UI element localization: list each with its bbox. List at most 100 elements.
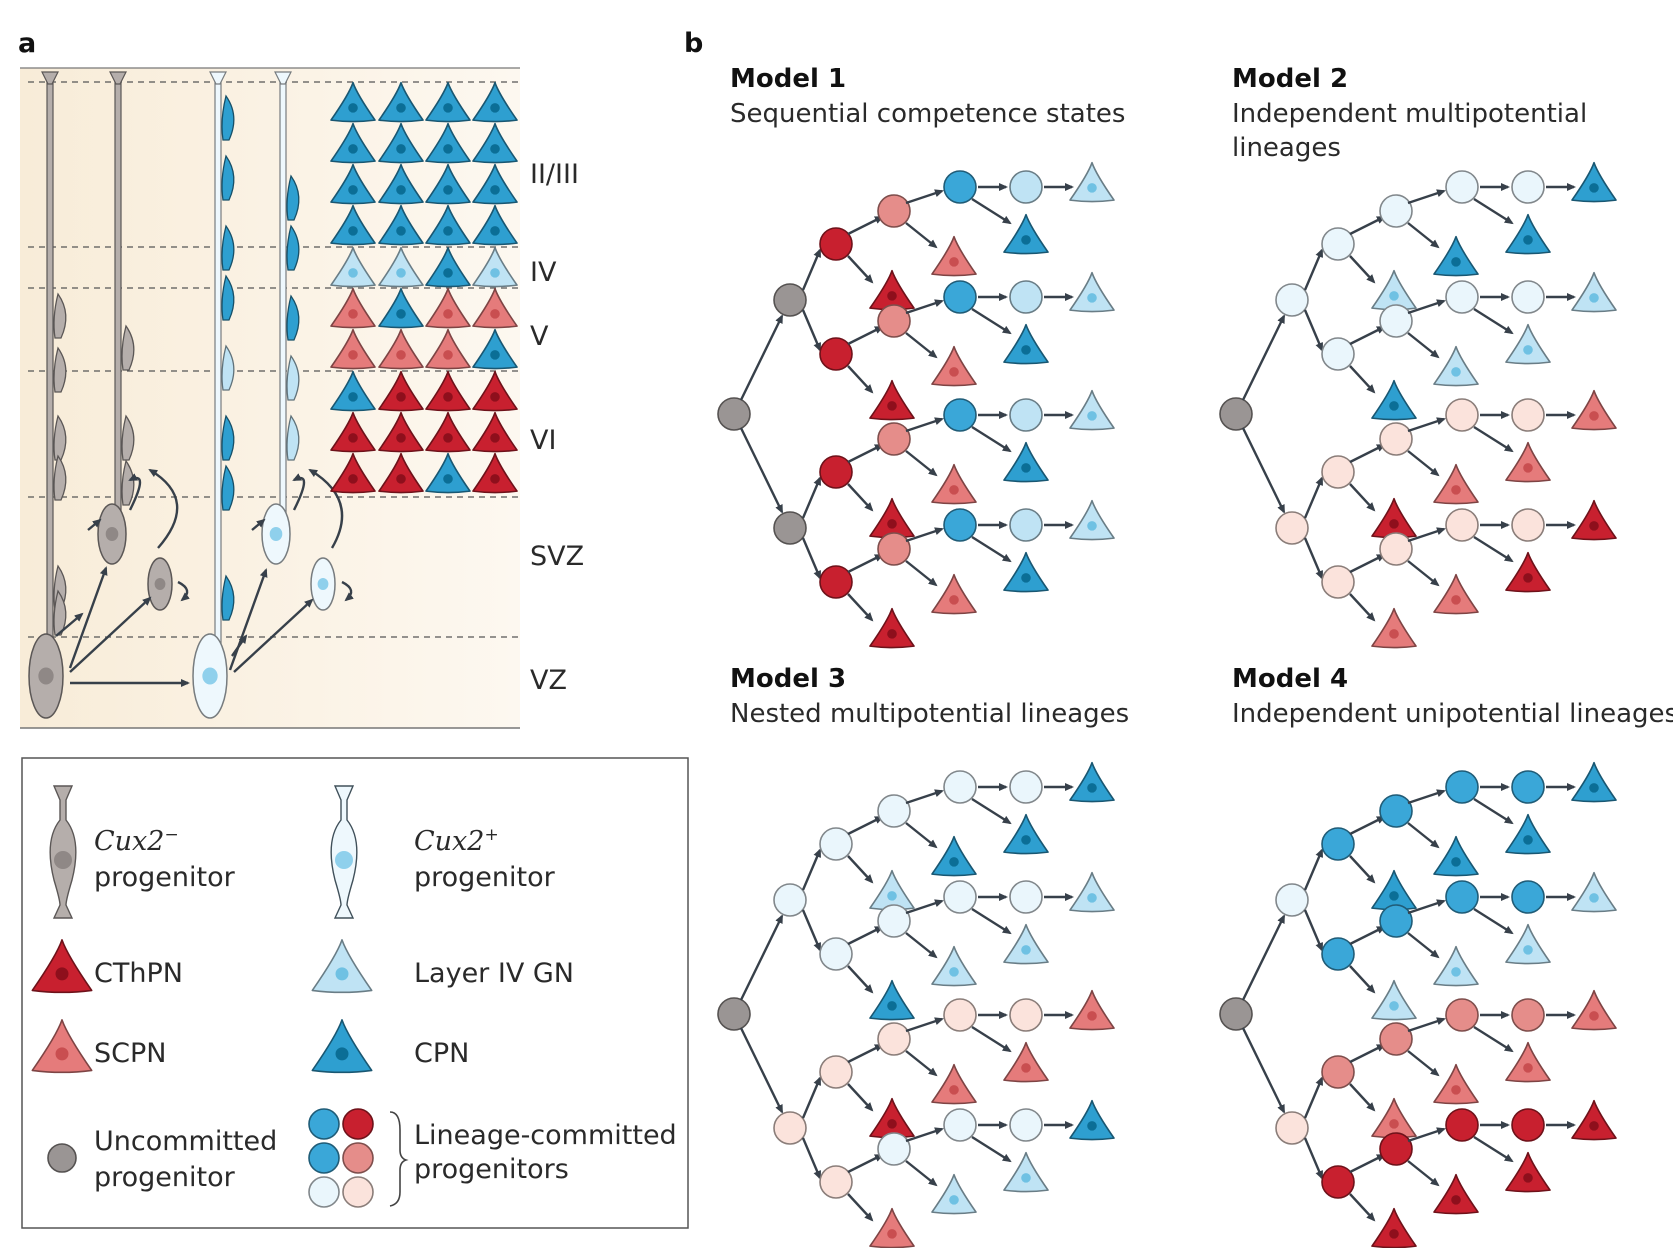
level5-progenitor	[1511, 398, 1545, 432]
layer-label: II/III	[530, 159, 579, 190]
level3-progenitor	[877, 1132, 911, 1166]
scpn-icon	[31, 1019, 93, 1074]
level3-progenitor	[877, 1022, 911, 1056]
lineage-arrow	[739, 914, 784, 1001]
committed-icon	[308, 1108, 340, 1140]
legend-cux2-neg-sub: progenitor	[94, 862, 236, 893]
layer4-gn-icon	[311, 939, 373, 994]
level2-neuron	[1371, 379, 1417, 421]
level5-progenitor	[1009, 398, 1043, 432]
level3-progenitor	[1379, 194, 1413, 228]
layer-neuron	[330, 452, 376, 494]
terminal-neuron	[1571, 989, 1617, 1031]
layer-neuron	[378, 163, 424, 205]
layer-neuron	[378, 328, 424, 370]
level3-neuron	[931, 945, 977, 987]
level4-neuron	[1505, 323, 1551, 365]
level3-neuron	[931, 1063, 977, 1105]
level2-progenitor	[1321, 337, 1355, 371]
layer-neuron	[472, 246, 518, 288]
layer-neuron	[330, 163, 376, 205]
level2-progenitor	[1321, 937, 1355, 971]
level4-progenitor	[943, 880, 977, 914]
level2-neuron	[1371, 607, 1417, 649]
lineage-arrow	[847, 815, 884, 836]
lineage-arrow	[1303, 476, 1324, 519]
lineage-arrow	[1349, 1043, 1386, 1064]
lineage-arrow	[1349, 365, 1376, 394]
level3-neuron	[1433, 1063, 1479, 1105]
lineage-arrow	[1349, 255, 1376, 284]
level3-neuron	[1433, 835, 1479, 877]
level3-neuron	[931, 235, 977, 277]
layer-neuron	[330, 411, 376, 453]
progenitor-cell	[28, 633, 64, 719]
radial-glia	[28, 71, 354, 719]
layer-neuron	[378, 246, 424, 288]
level3-progenitor	[1379, 304, 1413, 338]
level1-progenitor	[1275, 283, 1309, 317]
lineage-arrow	[1473, 797, 1514, 825]
layer-neuron	[472, 370, 518, 412]
level4-neuron	[1505, 213, 1551, 255]
lineage-arrow	[1407, 789, 1446, 805]
lineage-arrow	[905, 527, 944, 543]
layer-neuron	[425, 122, 471, 164]
layer-neuron	[378, 287, 424, 329]
level2-progenitor	[1321, 565, 1355, 599]
layer-neuron	[330, 370, 376, 412]
level2-neuron	[1371, 869, 1417, 911]
level3-neuron	[1433, 463, 1479, 505]
layer-neuron	[472, 204, 518, 246]
terminal-neuron	[1069, 989, 1115, 1031]
layer-boundaries	[28, 81, 520, 638]
level4-neuron	[1003, 323, 1049, 365]
lineage-arrow	[1303, 909, 1324, 952]
level2-progenitor	[819, 565, 853, 599]
level4-neuron	[1505, 813, 1551, 855]
level2-progenitor	[1321, 455, 1355, 489]
layer-neuron	[425, 328, 471, 370]
level2-progenitor	[819, 1055, 853, 1089]
level3-neuron	[1433, 945, 1479, 987]
lineage-arrow	[847, 483, 874, 512]
cthpn-icon	[31, 939, 93, 994]
lineage-arrow	[1349, 325, 1386, 346]
level4-progenitor	[943, 770, 977, 804]
lineage-arrow	[1241, 1027, 1286, 1114]
lineage-arrow	[1407, 1160, 1440, 1187]
lineage-arrow	[1303, 248, 1324, 291]
lineage-arrow	[1473, 307, 1514, 335]
level2-neuron	[1371, 1097, 1417, 1139]
lineage-arrow	[1349, 855, 1376, 884]
lineage-arrow	[739, 427, 784, 514]
layer-label: V	[530, 321, 549, 352]
committed-icon	[342, 1176, 374, 1208]
level4-neuron	[1003, 213, 1049, 255]
division-arrow	[228, 568, 268, 671]
model-title: Model 4	[1232, 664, 1348, 694]
lineage-arrow	[1349, 1193, 1376, 1222]
level4-neuron	[1003, 551, 1049, 593]
level3-neuron	[931, 835, 977, 877]
lineage-arrow	[801, 1076, 822, 1119]
layer-label: IV	[530, 257, 557, 288]
lineage-arrow	[1349, 965, 1376, 994]
lineage-arrow	[847, 255, 874, 284]
lineage-arrow	[1349, 593, 1376, 622]
level4-neuron	[1003, 441, 1049, 483]
lineage-arrow	[847, 365, 874, 394]
level2-progenitor	[819, 227, 853, 261]
level2-progenitor	[1321, 1165, 1355, 1199]
root-progenitor	[1219, 397, 1253, 431]
terminal-neuron	[1069, 761, 1115, 803]
lineage-arrow	[801, 909, 822, 952]
lineage-arrow	[847, 553, 884, 574]
layer-neuron	[425, 163, 471, 205]
lineage-arrow	[1407, 932, 1440, 959]
lineage-arrow	[1407, 450, 1440, 477]
root-progenitor	[1219, 997, 1253, 1031]
